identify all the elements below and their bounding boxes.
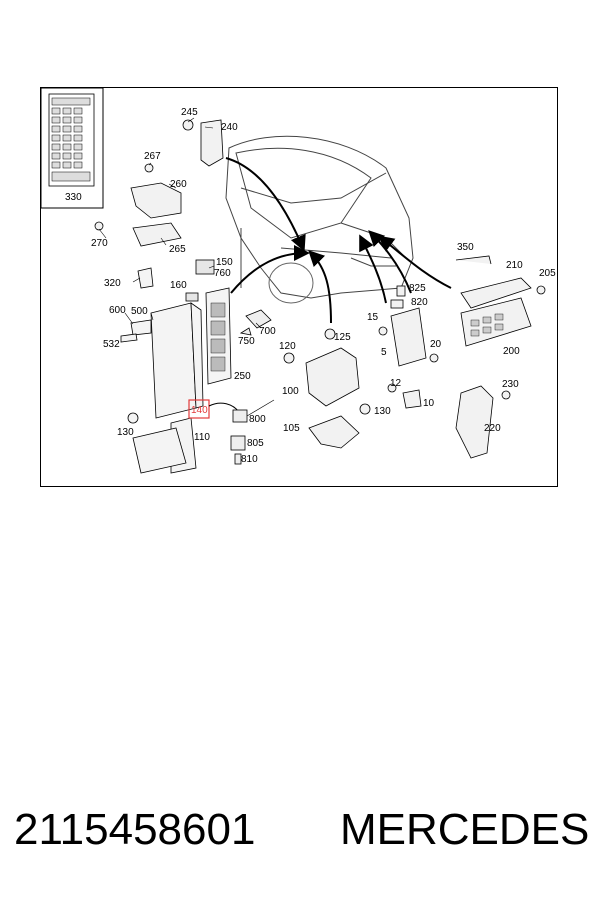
caption: 2115458601 MERCEDES [0,800,600,860]
label-220: 220 [484,423,501,434]
label-245: 245 [181,107,198,118]
label-800: 800 [249,414,266,425]
label-820: 820 [411,297,428,308]
bracket-assembly-top-left [94,119,224,247]
label-500: 500 [131,306,148,317]
label-20: 20 [430,339,442,350]
label-160: 160 [170,280,187,291]
label-210: 210 [506,260,523,271]
label-125: 125 [334,332,351,343]
connector-700 [239,309,272,336]
label-120: 120 [279,341,296,352]
label-750: 750 [238,336,255,347]
label-205: 205 [539,268,556,279]
label-267: 267 [144,151,161,162]
label-532: 532 [103,339,120,350]
label-250: 250 [234,371,251,382]
exploded-parts-diagram: 330 [41,88,556,474]
part-number: 2115458601 [14,805,256,854]
sensor-800 [230,409,248,465]
module-5 [378,285,439,409]
label-130-left: 130 [117,427,134,438]
label-700: 700 [259,326,276,337]
label-805: 805 [247,438,264,449]
label-140: 140 [191,405,208,416]
label-320: 320 [104,278,121,289]
car-outline [225,135,414,304]
label-810: 810 [241,454,258,465]
label-105: 105 [283,423,300,434]
label-200: 200 [503,346,520,357]
label-350: 350 [457,242,474,253]
label-230: 230 [502,379,519,390]
pointer-arrows [225,157,452,324]
label-100: 100 [282,386,299,397]
label-825: 825 [409,283,426,294]
part-labels: 245 240 267 260 270 265 150 760 160 320 … [91,107,556,465]
label-10: 10 [423,398,435,409]
bracket-220 [455,385,511,459]
label-110: 110 [194,432,210,443]
fuse-chart-inset: 330 [41,88,104,209]
label-130-right: 130 [374,406,391,417]
parts-diagram-frame: 330 [40,87,558,487]
label-260: 260 [170,179,187,190]
label-15: 15 [367,312,379,323]
relay-block [185,259,215,302]
fuse-box-right [455,255,546,347]
label-760: 760 [214,268,231,279]
brand-name: MERCEDES [340,805,590,854]
leader-lines [98,117,275,417]
label-600: 600 [109,305,126,316]
label-265: 265 [169,244,186,255]
label-240: 240 [221,122,238,133]
label-12: 12 [390,378,402,389]
control-module [120,267,232,474]
abs-unit [283,328,371,449]
label-270: 270 [91,238,108,249]
label-330: 330 [65,192,82,203]
label-150: 150 [216,257,233,268]
label-5: 5 [381,347,387,358]
